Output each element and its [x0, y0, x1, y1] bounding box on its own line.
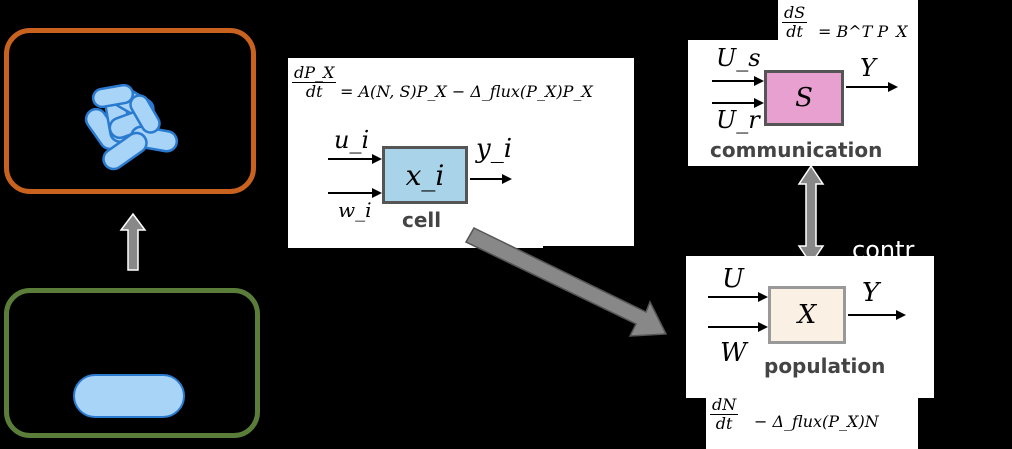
comm-input-top-arrow — [712, 76, 764, 86]
bacteria-colony-icon — [84, 83, 179, 171]
pop-equation-rhs: − Δ_flux(P_X)N — [754, 412, 879, 431]
comm-input-bottom-arrow — [712, 98, 764, 108]
comm-output-label: Y — [860, 54, 876, 82]
comm-output-arrow — [846, 82, 898, 92]
comm-equation-rhs: = B^T P_X — [818, 22, 908, 41]
cell-output-arrow — [470, 174, 512, 184]
cell-panel-lower: u_i w_i x_i y_i cell — [288, 120, 543, 248]
comm-caption: communication — [710, 138, 883, 162]
pop-output-label: Y — [862, 278, 880, 308]
cell-block: x_i — [382, 146, 468, 204]
pop-input-top-arrow — [708, 292, 768, 302]
pop-equation-panel: dN dt − Δ_flux(P_X)N — [706, 394, 918, 449]
comm-panel: U_s U_r S Y communication — [688, 40, 918, 166]
pop-equation-lhs: dN dt — [710, 395, 739, 433]
comm-input-top-label: U_s — [716, 44, 761, 72]
cell-input-bottom-label: w_i — [338, 198, 372, 222]
cell-equation-rhs: = A(N, S)P_X − Δ_flux(P_X)P_X — [340, 82, 593, 101]
cell-caption: cell — [402, 208, 442, 232]
cell-input-bottom-arrow — [328, 188, 382, 198]
single-cell-icon — [73, 374, 185, 418]
pop-input-top-label: U — [722, 264, 744, 294]
cell-input-top-arrow — [328, 154, 382, 164]
pop-input-bottom-label: W — [720, 338, 747, 368]
cell-output-label: y_i — [476, 134, 513, 164]
diagonal-arrow-icon — [464, 227, 668, 337]
comm-input-bottom-label: U_r — [716, 106, 760, 134]
pop-block: X — [768, 286, 846, 344]
colony-frame — [4, 28, 256, 194]
pop-caption: population — [764, 354, 886, 378]
single-cell-frame — [4, 288, 260, 438]
comm-block: S — [764, 70, 844, 126]
cell-equation-lhs: dP_X dt — [292, 63, 337, 101]
pop-input-bottom-arrow — [708, 322, 768, 332]
pop-output-arrow — [848, 310, 906, 320]
pop-panel: U W X Y population — [686, 256, 934, 398]
comm-equation-lhs: dS dt — [782, 3, 808, 41]
up-arrow-icon — [119, 212, 147, 271]
cell-input-top-label: u_i — [334, 126, 370, 154]
double-arrow-icon — [797, 164, 825, 266]
